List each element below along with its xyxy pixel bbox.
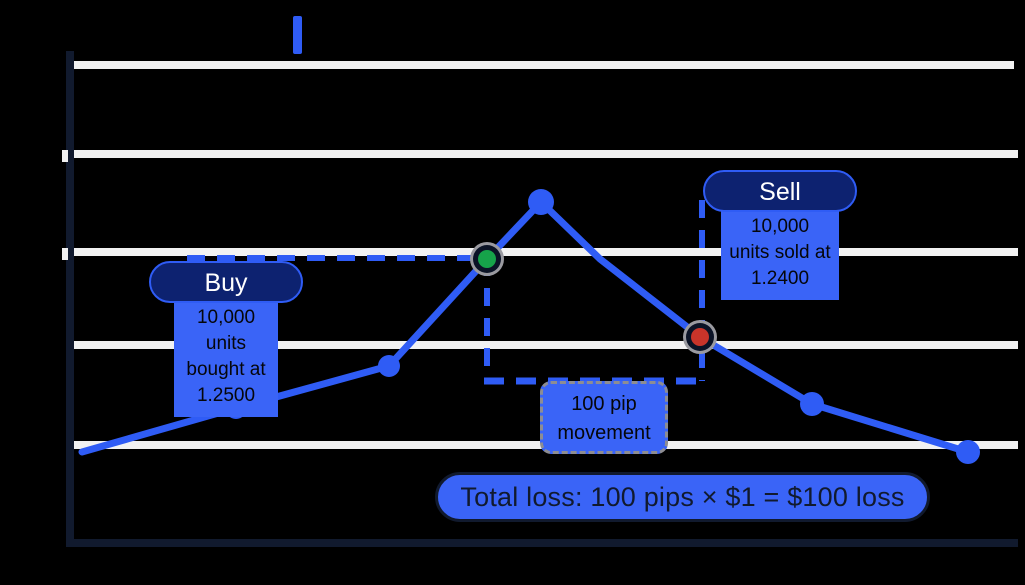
buy-callout-title: Buy	[149, 261, 303, 303]
data-point	[800, 392, 824, 416]
data-point	[378, 355, 400, 377]
buy-callout[interactable]: Buy 10,000 units bought at 1.2500	[149, 261, 303, 417]
sell-callout-line-1: 10,000	[750, 216, 810, 237]
gridline	[74, 150, 1018, 158]
data-point	[956, 440, 980, 464]
sell-callout-line-3: 1.2400	[750, 268, 810, 289]
y-axis	[66, 51, 74, 547]
buy-marker[interactable]	[478, 250, 496, 268]
pip-movement-line-2: movement	[557, 422, 651, 444]
buy-callout-body: 10,000 units bought at 1.2500	[174, 301, 278, 417]
y-axis-tick	[62, 150, 68, 162]
text-caret-icon	[293, 16, 302, 54]
gridline	[74, 248, 1018, 256]
gridline	[74, 341, 1018, 349]
buy-callout-line-1: 10,000 units	[196, 307, 256, 354]
pip-movement-label: 100 pip movement	[540, 381, 668, 454]
sell-callout-title: Sell	[703, 170, 857, 212]
sell-callout-body: 10,000 units sold at 1.2400	[721, 210, 839, 300]
pip-movement-line-1: 100 pip	[571, 393, 637, 415]
sell-marker[interactable]	[691, 328, 709, 346]
gridline	[74, 61, 1014, 69]
data-point-peak	[528, 189, 554, 215]
x-axis	[66, 539, 1018, 547]
y-axis-tick	[62, 248, 68, 260]
buy-callout-line-2: bought at	[186, 359, 266, 380]
total-loss-banner: Total loss: 100 pips × $1 = $100 loss	[435, 472, 930, 522]
buy-callout-line-3: 1.2500	[196, 385, 256, 406]
sell-callout[interactable]: Sell 10,000 units sold at 1.2400	[703, 170, 857, 300]
sell-callout-line-2: units sold at	[729, 242, 831, 263]
